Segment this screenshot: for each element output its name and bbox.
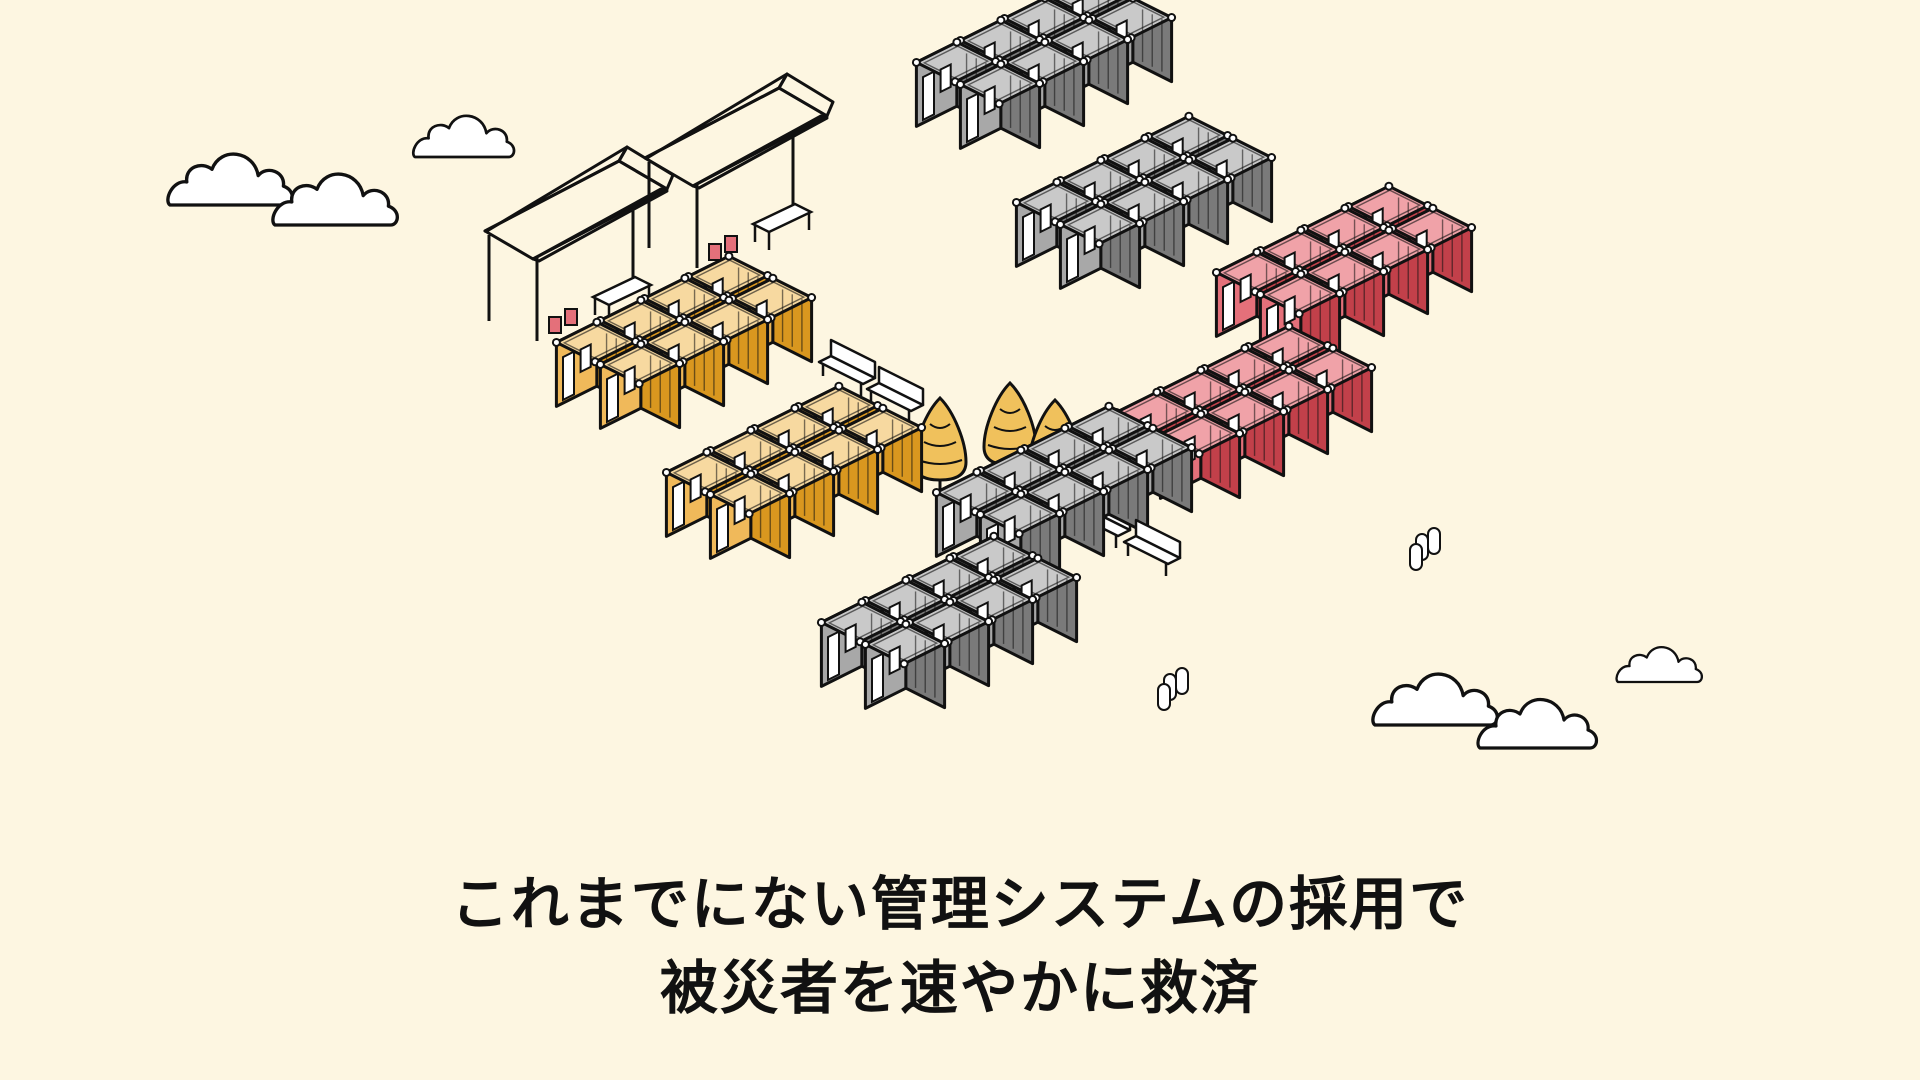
containers-layer bbox=[551, 0, 1477, 711]
container-icon bbox=[705, 469, 795, 560]
cloud-icon bbox=[411, 114, 516, 159]
chair-icon bbox=[548, 316, 562, 334]
chair-icon bbox=[708, 243, 722, 261]
cloud-icon bbox=[1615, 646, 1704, 684]
clouds-layer bbox=[166, 114, 1704, 750]
caption-line-1: これまでにない管理システムの採用で bbox=[450, 870, 1470, 938]
container-icon bbox=[955, 59, 1045, 150]
bench-icon bbox=[817, 338, 877, 396]
table-icon bbox=[750, 202, 814, 250]
chair-icon bbox=[724, 235, 738, 253]
tents-layer bbox=[483, 72, 835, 341]
caption-line-2: 被災者を速やかに救済 bbox=[659, 954, 1260, 1022]
container-icon bbox=[904, 597, 994, 688]
cloud-icon bbox=[271, 172, 399, 227]
cloud-icon bbox=[1476, 697, 1599, 750]
bench-icon bbox=[1122, 518, 1182, 576]
cloud-icon bbox=[166, 152, 294, 207]
gas-cylinder-icon bbox=[1409, 527, 1441, 571]
gas-cylinder-icon bbox=[1157, 667, 1189, 711]
container-icon bbox=[860, 619, 950, 710]
container-icon bbox=[595, 339, 685, 430]
chair-icon bbox=[564, 308, 578, 326]
bench-icon bbox=[865, 365, 925, 423]
container-icon bbox=[1055, 199, 1145, 290]
caption: これまでにない管理システムの採用で 被災者を速やかに救済 bbox=[0, 862, 1920, 1030]
table-icon bbox=[590, 275, 654, 323]
tent-icon bbox=[643, 72, 835, 268]
cloud-icon bbox=[1371, 672, 1499, 727]
container-icon bbox=[1143, 155, 1233, 246]
container-icon bbox=[551, 317, 641, 408]
tent-icon bbox=[483, 145, 675, 341]
